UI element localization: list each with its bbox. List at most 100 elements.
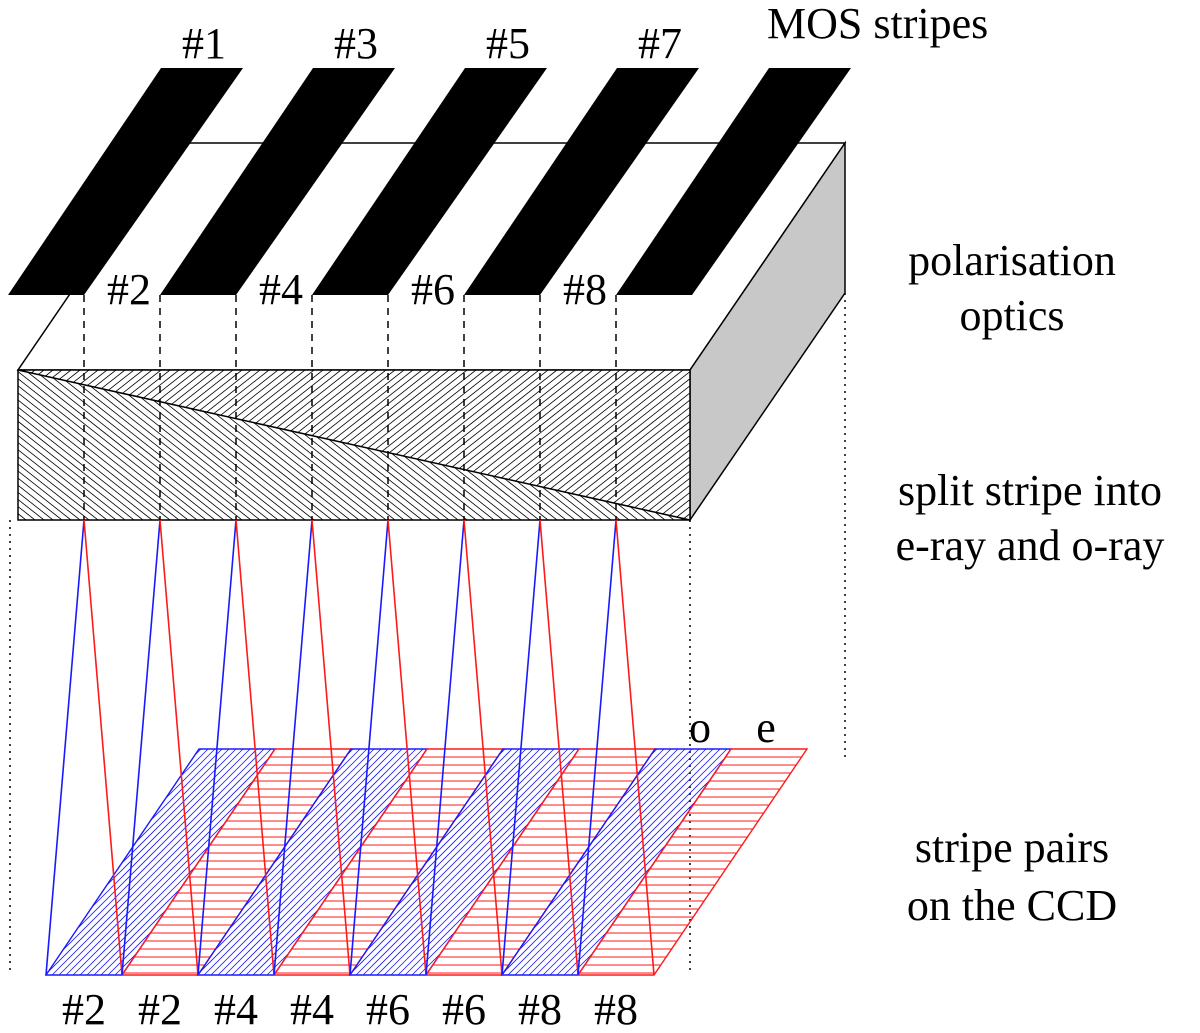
- split-label-line1: split stripe into: [898, 466, 1162, 515]
- mos-stripes: [8, 68, 851, 295]
- hatch-line: [18, 370, 90, 520]
- hatch-line: [600, 370, 690, 520]
- hatch-line: [42, 370, 234, 520]
- polarisation-label-line2: optics: [959, 291, 1064, 340]
- hatch-line: [51, 749, 275, 975]
- middle-stripe-number: #4: [259, 265, 303, 314]
- top-stripe-number: #5: [486, 19, 530, 68]
- e-ray-line: [539, 519, 579, 976]
- e-ray-line: [235, 519, 275, 976]
- hatch-line: [355, 749, 579, 975]
- hatch-line: [661, 749, 731, 975]
- o-ray-line: [425, 519, 465, 976]
- hatch-line: [0, 370, 17, 520]
- wollaston-prism-front: [0, 369, 691, 521]
- projection-dashes: [83, 295, 617, 520]
- hatch-line: [18, 370, 144, 520]
- ccd-stripe-number: #2: [62, 985, 106, 1033]
- hatch-line: [18, 370, 72, 520]
- mos-stripe: [160, 68, 395, 295]
- hatch-line: [573, 370, 690, 520]
- hatch-line: [58, 749, 275, 975]
- ray-lines: [45, 519, 655, 976]
- hatch-line: [46, 749, 258, 975]
- dotted-guides: [9, 293, 846, 975]
- hatch-line: [203, 749, 427, 975]
- hatch-line: [210, 749, 427, 975]
- hatch-line: [46, 749, 265, 975]
- hatch-line: [668, 749, 731, 975]
- hatch-line: [51, 370, 243, 520]
- top-stripe-number: #7: [638, 19, 682, 68]
- hatch-line: [710, 749, 731, 975]
- hatch-line: [18, 370, 198, 520]
- hatch-line: [0, 370, 8, 520]
- hatch-line: [198, 749, 417, 975]
- hatch-line: [18, 370, 81, 520]
- hatch-line: [18, 370, 54, 520]
- hatch-line: [654, 749, 731, 975]
- hatch-line: [647, 749, 731, 975]
- hatch-line: [60, 370, 252, 520]
- hatch-line: [0, 370, 8, 520]
- hatch-line: [636, 370, 690, 520]
- hatch-line: [502, 749, 728, 975]
- ccd-stripe-number: #8: [518, 985, 562, 1033]
- hatch-line: [18, 370, 171, 520]
- mos-stripe: [312, 68, 547, 295]
- top-stripe-number: #1: [182, 19, 226, 68]
- hatch-line: [717, 749, 731, 975]
- hatch-line: [682, 749, 731, 975]
- top-stripe-numbers: #1 #3 #5 #7: [182, 19, 682, 68]
- mos-stripe: [8, 68, 243, 295]
- ccd-stripe-number: #6: [442, 985, 486, 1033]
- ccd-stripe-numbers: #2#2#4#4#6#6#8#8: [62, 985, 638, 1033]
- hatch-line: [582, 370, 690, 520]
- middle-stripe-number: #8: [563, 265, 607, 314]
- e-ray-line: [83, 519, 123, 976]
- e-ray-label: e: [756, 703, 776, 752]
- hatch-line: [618, 370, 690, 520]
- mos-stripes-label: MOS stripes: [767, 0, 988, 48]
- middle-stripe-number: #2: [107, 265, 151, 314]
- hatch-line: [555, 370, 690, 520]
- hatch-line: [654, 370, 690, 520]
- stripe-pairs-label-line1: stripe pairs: [915, 823, 1109, 872]
- hatch-line: [18, 370, 162, 520]
- hatch-line: [18, 370, 207, 520]
- ccd-stripe-number: #6: [366, 985, 410, 1033]
- hatch-line: [198, 749, 424, 975]
- o-ray-line: [349, 519, 389, 976]
- hatch-line: [362, 749, 579, 975]
- hatch-line: [69, 370, 261, 520]
- e-ray-line: [463, 519, 503, 976]
- o-ray-line: [45, 519, 85, 976]
- o-ray-line: [577, 519, 617, 976]
- hatch-line: [24, 370, 216, 520]
- hatch-line: [78, 370, 270, 520]
- mos-stripe: [464, 68, 699, 295]
- hatch-line: [689, 749, 731, 975]
- hatch-line: [507, 749, 731, 975]
- hatch-line: [645, 370, 690, 520]
- hatch-line: [46, 749, 153, 975]
- hatch-line: [18, 370, 126, 520]
- ccd-stripe-number: #8: [594, 985, 638, 1033]
- hatch-line: [350, 749, 576, 975]
- hatch-line: [350, 749, 569, 975]
- e-ray-line: [615, 519, 655, 976]
- hatch-line: [609, 370, 690, 520]
- hatch-line: [502, 749, 721, 975]
- mos-stripe: [616, 68, 851, 295]
- hatch-line: [87, 370, 279, 520]
- e-ray-stripe: [576, 748, 809, 976]
- top-stripe-number: #3: [334, 19, 378, 68]
- hatch-line: [703, 749, 731, 975]
- o-ray-label: o: [689, 703, 711, 752]
- middle-stripe-numbers: #2#4#6#8: [107, 265, 607, 314]
- hatch-line: [18, 370, 135, 520]
- ccd-stripe-number: #4: [290, 985, 334, 1033]
- e-ray-line: [311, 519, 351, 976]
- stripe-pairs-label-line2: on the CCD: [907, 881, 1117, 930]
